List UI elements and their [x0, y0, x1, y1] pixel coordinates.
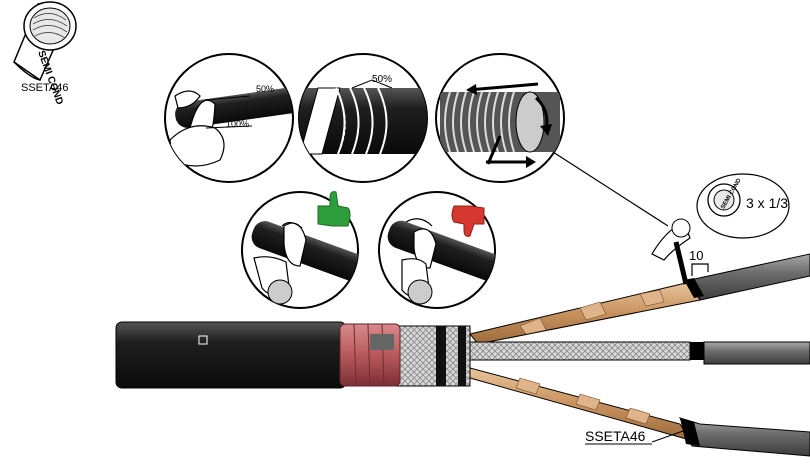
thumbs-up-icon	[317, 191, 351, 227]
bottom-leader-line	[651, 429, 687, 443]
bottom-label: SSETA46	[585, 428, 646, 444]
dimension-marker	[691, 263, 709, 276]
callout-incorrect-direction	[378, 191, 496, 309]
tape-roll-icon	[707, 183, 741, 217]
lap-overlap: 50%	[372, 74, 392, 85]
leader-line	[552, 151, 669, 227]
roll-caption: SSETA46	[21, 82, 69, 94]
callout-wrap-technique	[164, 53, 294, 183]
small-roll-callout	[696, 173, 790, 239]
dimension-length: 10	[689, 248, 703, 263]
tape-roll-icon	[13, 1, 77, 82]
cable-assembly	[115, 253, 810, 457]
callout-half-lap	[298, 53, 428, 183]
small-roll-quantity: 3 x 1/3	[746, 195, 788, 211]
wrap-overlap-bottom: 100%	[226, 119, 249, 129]
callout-tension	[435, 53, 565, 183]
direction-arrow-icon	[466, 82, 552, 168]
applied-tape	[651, 218, 691, 285]
thumbs-down-icon	[451, 205, 485, 237]
wrap-overlap-top: 50%	[256, 84, 274, 94]
callout-correct-direction	[241, 191, 359, 309]
